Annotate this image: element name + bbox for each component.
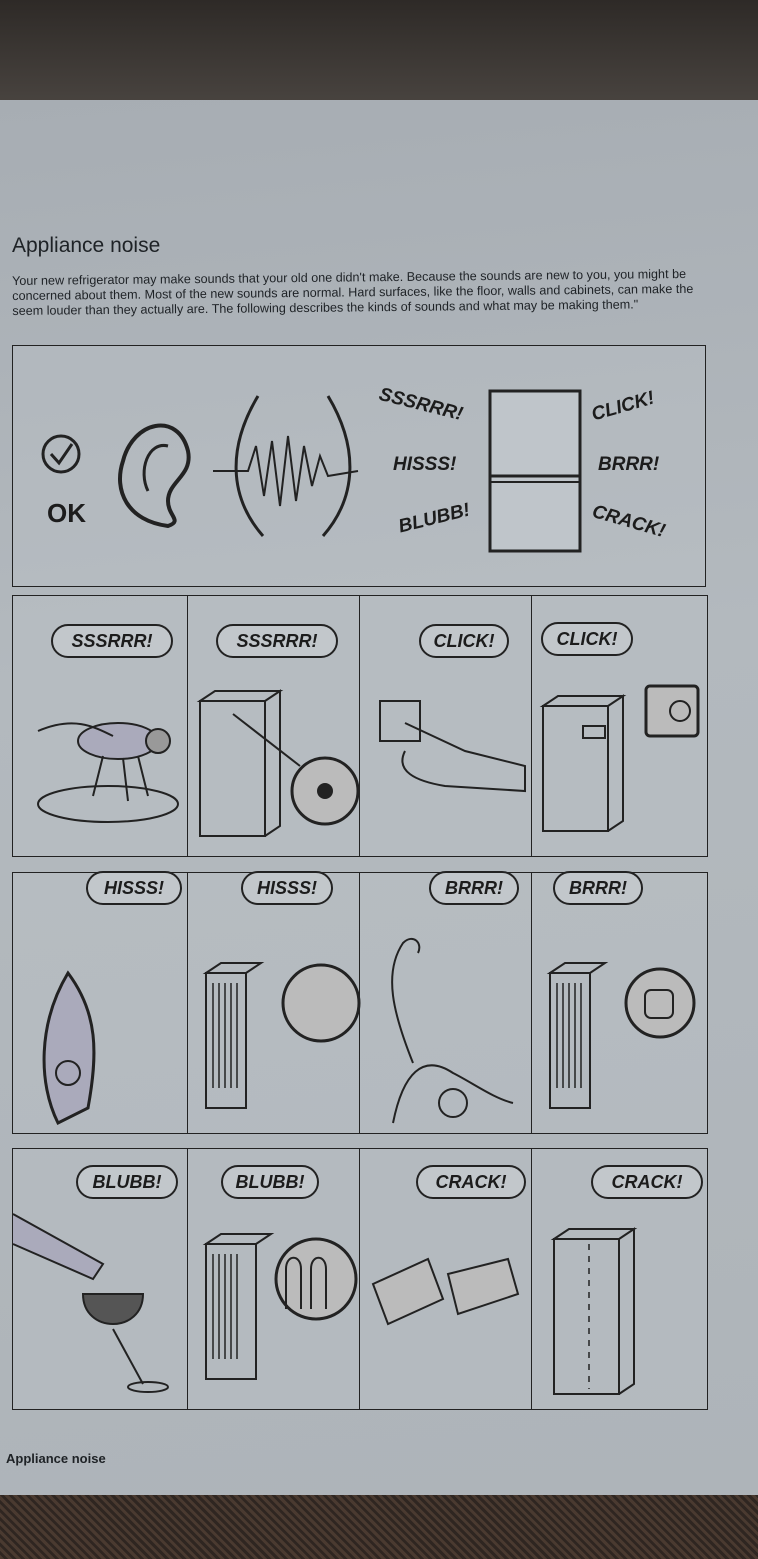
panel-fridge-tubes <box>187 1149 360 1409</box>
fridge-compressor-icon <box>546 962 696 1109</box>
panel-cat <box>359 873 532 1133</box>
steam-iron-icon <box>42 970 96 1126</box>
panel-wine <box>13 1149 188 1409</box>
background-top <box>0 0 758 110</box>
sound-wave-icon <box>213 395 359 537</box>
speech-bubble: BRRR! <box>429 871 519 905</box>
panel-fly <box>13 596 188 856</box>
sound-row-2: HISSS! HISSS! BRRR! BRRR! <box>12 871 708 1134</box>
document-page <box>0 100 758 1500</box>
fly-icon <box>37 722 179 823</box>
speech-bubble: SSSRRR! <box>51 624 173 658</box>
fridge-tubes-icon <box>202 1233 358 1380</box>
sound-brrr: BRRR! <box>598 454 660 475</box>
refrigerator-icon <box>488 389 582 553</box>
speech-bubble: BRRR! <box>553 871 643 905</box>
speech-bubble: HISSS! <box>86 871 182 905</box>
speech-bubble: BLUBB! <box>76 1165 178 1199</box>
sound-click: CLICK! <box>589 387 657 426</box>
fridge-fan-icon <box>196 689 360 837</box>
page-title: Appliance noise <box>12 234 161 257</box>
fridge-cabinet-icon <box>550 1227 638 1395</box>
panel-fridge-fan <box>187 596 360 856</box>
page-footer: Appliance noise <box>6 1451 106 1466</box>
sound-row-3: BLUBB! BLUBB! CRACK! CRACK! <box>12 1148 708 1410</box>
cracker-icon <box>371 1257 520 1326</box>
background-floor <box>0 1495 758 1559</box>
sound-hisss: HISSS! <box>393 454 457 475</box>
ok-label: OK <box>47 498 86 528</box>
speech-bubble: SSSRRR! <box>216 624 338 658</box>
speech-bubble: CLICK! <box>419 624 509 658</box>
panel-iron <box>13 873 188 1133</box>
speech-bubble: CRACK! <box>416 1165 526 1199</box>
cat-icon <box>391 937 514 1124</box>
speech-bubble: BLUBB! <box>221 1165 319 1199</box>
panel-cracker <box>359 1149 532 1409</box>
checkmark-icon <box>41 434 81 474</box>
sound-blubb: BLUBB! <box>396 499 473 538</box>
fridge-coil-icon <box>202 962 361 1109</box>
panel-switch <box>359 596 532 856</box>
speech-bubble: CLICK! <box>541 622 633 656</box>
speech-bubble: HISSS! <box>241 871 333 905</box>
ear-icon <box>118 423 191 529</box>
hero-illustration: OK SSSRRR! HISSS! BLUBB! CLICK! BRRR! CR… <box>12 345 706 587</box>
wine-glass-icon <box>12 1213 169 1393</box>
sound-crack: CRACK! <box>589 501 668 542</box>
speech-bubble: CRACK! <box>591 1165 703 1199</box>
fridge-thermostat-icon <box>539 684 700 832</box>
intro-text: Your new refrigerator may make sounds th… <box>12 266 758 319</box>
hand-switch-icon <box>379 700 526 793</box>
sound-row-1: SSSRRR! SSSRRR! CLICK! CLICK! <box>12 595 708 857</box>
sound-sssrrr: SSSRRR! <box>376 383 465 426</box>
